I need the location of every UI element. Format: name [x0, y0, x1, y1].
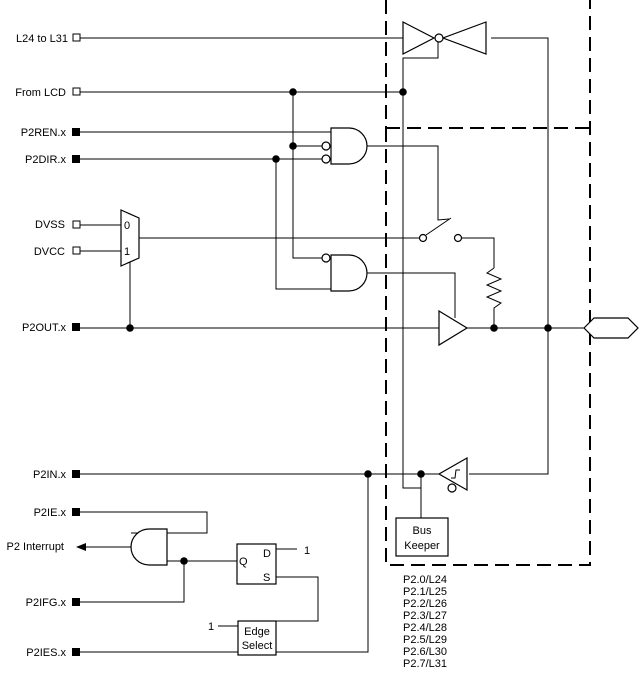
pin-name: P2.0/L24	[403, 574, 447, 586]
label-from-lcd: From LCD	[15, 87, 66, 99]
pin-name: P2.1/L25	[403, 586, 447, 598]
label-p2ifg: P2IFG.x	[26, 597, 67, 609]
pin-name: P2.4/L28	[403, 622, 447, 634]
mux-input-0: 0	[124, 220, 130, 232]
label-p2-interrupt: P2 Interrupt	[7, 541, 64, 553]
pin-name: P2.7/L31	[403, 658, 447, 670]
label-l24-l31: L24 to L31	[16, 33, 68, 45]
terminal-dvss	[72, 220, 81, 229]
bus-keeper[interactable]: Bus Keeper	[395, 517, 449, 557]
terminal-from-lcd	[72, 87, 81, 96]
pin-name: P2.5/L29	[403, 634, 447, 646]
interrupt-flag-flipflop[interactable]: D Q S	[236, 543, 277, 585]
terminal-p2ifg	[72, 598, 80, 606]
terminal-p2out	[72, 323, 80, 331]
pin-pad	[583, 317, 639, 339]
lcd-transmission-gate	[402, 21, 487, 55]
terminal-dvcc	[72, 246, 81, 255]
label-p2in: P2IN.x	[33, 469, 67, 481]
junction-dots	[126, 88, 552, 565]
label-dvcc: DVCC	[34, 246, 65, 258]
flipflop-s-label: S	[263, 572, 270, 584]
bus-keeper-line2: Keeper	[404, 540, 440, 552]
label-p2ren: P2REN.x	[21, 127, 67, 139]
terminal-p2in	[72, 470, 80, 478]
label-dvss: DVSS	[35, 219, 65, 231]
terminal-p2ies	[72, 648, 80, 656]
label-p2dir: P2DIR.x	[25, 154, 66, 166]
label-p2ie: P2IE.x	[34, 507, 67, 519]
flipflop-d-label: D	[263, 548, 271, 560]
terminal-p2ren	[72, 128, 80, 136]
edge-select-line1: Edge	[244, 626, 270, 638]
pin-name: P2.6/L30	[403, 646, 447, 658]
flipflop-q-label: Q	[239, 556, 248, 568]
flipflop-d-value: 1	[304, 545, 310, 557]
label-p2ies: P2IES.x	[26, 647, 66, 659]
mux-input-1: 1	[124, 246, 130, 258]
mux-dvss-dvcc: 0 1	[120, 209, 140, 267]
edge-select-input-value: 1	[208, 621, 214, 633]
output-buffer	[438, 309, 469, 347]
input-schmitt-buffer	[437, 456, 468, 493]
interrupt-arrow-head	[76, 543, 86, 551]
terminal-l24-l31	[72, 33, 81, 42]
interrupt-and-gate	[130, 528, 168, 566]
and-gate-lcd-dir	[321, 253, 368, 292]
edge-select-line2: Select	[242, 640, 273, 652]
pull-resistor-switch	[418, 217, 463, 243]
and-gate-ren-dir	[321, 127, 368, 165]
lcd-region-boundary	[385, 0, 591, 566]
label-p2out: P2OUT.x	[22, 322, 67, 334]
pin-name: P2.3/L27	[403, 610, 447, 622]
pin-name: P2.2/L26	[403, 598, 447, 610]
bus-keeper-line1: Bus	[413, 525, 432, 537]
edge-select-block[interactable]: Edge Select	[237, 620, 277, 656]
terminal-p2dir	[72, 155, 80, 163]
terminal-p2ie	[72, 508, 80, 516]
wires	[80, 37, 584, 653]
pin-name-list: P2.0/L24 P2.1/L25 P2.2/L26 P2.3/L27 P2.4…	[403, 574, 447, 670]
